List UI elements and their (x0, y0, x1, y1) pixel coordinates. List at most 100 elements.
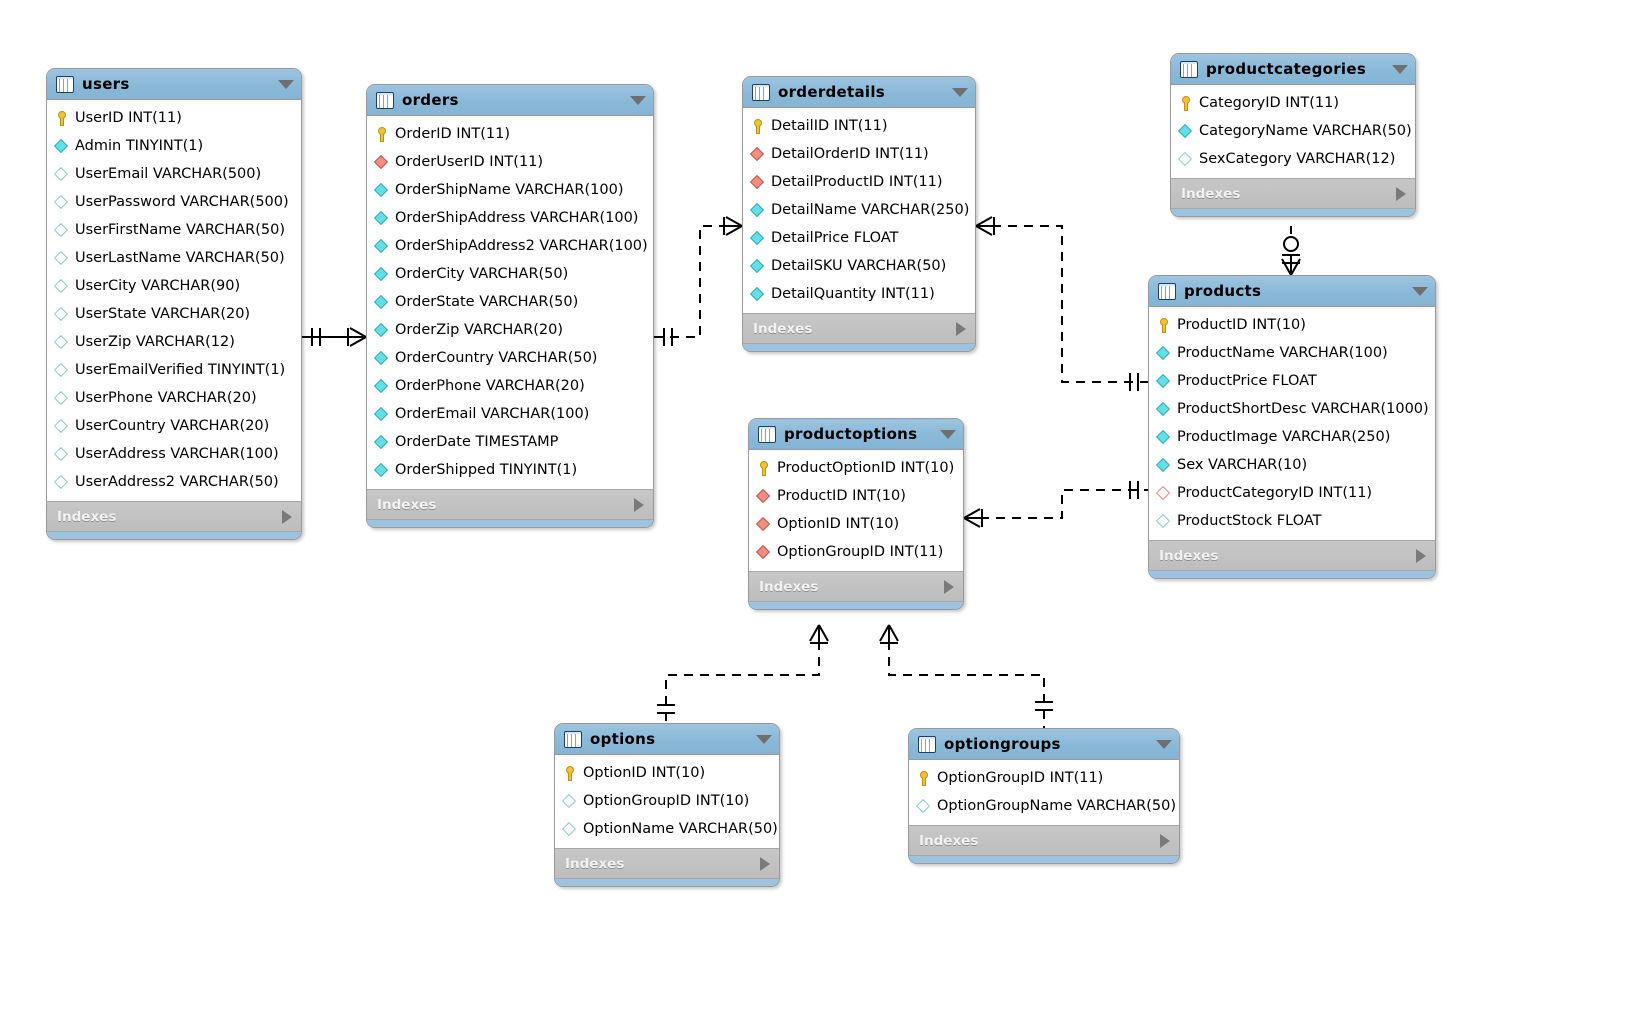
table-column[interactable]: CategoryName VARCHAR(50) (1171, 117, 1415, 145)
table-column[interactable]: UserAddress VARCHAR(100) (47, 440, 301, 468)
table-column[interactable]: ProductPrice FLOAT (1149, 367, 1435, 395)
chevron-down-icon[interactable] (1412, 286, 1428, 296)
table-column[interactable]: UserPassword VARCHAR(500) (47, 188, 301, 216)
expand-arrow-icon[interactable] (1396, 186, 1406, 201)
table-column[interactable]: Sex VARCHAR(10) (1149, 451, 1435, 479)
table-column[interactable]: OrderShipAddress VARCHAR(100) (367, 204, 653, 232)
table-column[interactable]: ProductCategoryID INT(11) (1149, 479, 1435, 507)
table-column[interactable]: UserEmailVerified TINYINT(1) (47, 356, 301, 384)
table-column[interactable]: OrderDate TIMESTAMP (367, 428, 653, 456)
table-column[interactable]: OrderEmail VARCHAR(100) (367, 400, 653, 428)
table-column[interactable]: DetailQuantity INT(11) (743, 280, 975, 308)
indexes-section-optiongroups[interactable]: Indexes (909, 825, 1179, 855)
table-column[interactable]: OrderShipName VARCHAR(100) (367, 176, 653, 204)
chevron-down-icon[interactable] (1156, 739, 1172, 749)
table-column[interactable]: DetailProductID INT(11) (743, 168, 975, 196)
table-column[interactable]: OrderZip VARCHAR(20) (367, 316, 653, 344)
chevron-down-icon[interactable] (630, 95, 646, 105)
indexes-section-orders[interactable]: Indexes (367, 489, 653, 519)
indexes-section-users[interactable]: Indexes (47, 501, 301, 531)
table-column[interactable]: CategoryID INT(11) (1171, 89, 1415, 117)
relationship-productoptions-optiongroups[interactable] (879, 624, 1053, 728)
indexes-section-options[interactable]: Indexes (555, 848, 779, 878)
table-header-orders[interactable]: orders (367, 85, 653, 116)
relationship-users-orders[interactable] (302, 327, 367, 347)
indexes-section-orderdetails[interactable]: Indexes (743, 313, 975, 343)
table-column[interactable]: ProductImage VARCHAR(250) (1149, 423, 1435, 451)
table-header-options[interactable]: options (555, 724, 779, 755)
table-column[interactable]: DetailOrderID INT(11) (743, 140, 975, 168)
table-column[interactable]: DetailSKU VARCHAR(50) (743, 252, 975, 280)
table-header-products[interactable]: products (1149, 276, 1435, 307)
table-column[interactable]: SexCategory VARCHAR(12) (1171, 145, 1415, 173)
expand-arrow-icon[interactable] (956, 321, 966, 336)
chevron-down-icon[interactable] (756, 734, 772, 744)
table-column[interactable]: UserZip VARCHAR(12) (47, 328, 301, 356)
table-column[interactable]: OptionName VARCHAR(50) (555, 815, 779, 843)
expand-arrow-icon[interactable] (282, 509, 292, 524)
relationship-orderdetails-products[interactable] (975, 216, 1148, 391)
table-column[interactable]: OrderState VARCHAR(50) (367, 288, 653, 316)
expand-arrow-icon[interactable] (634, 497, 644, 512)
table-column[interactable]: OptionGroupID INT(11) (749, 538, 963, 566)
table-column[interactable]: OptionGroupID INT(11) (909, 764, 1179, 792)
table-column[interactable]: DetailPrice FLOAT (743, 224, 975, 252)
table-column[interactable]: ProductName VARCHAR(100) (1149, 339, 1435, 367)
chevron-down-icon[interactable] (1392, 64, 1408, 74)
table-column[interactable]: OptionID INT(10) (749, 510, 963, 538)
table-column[interactable]: OrderPhone VARCHAR(20) (367, 372, 653, 400)
table-column[interactable]: ProductID INT(10) (1149, 311, 1435, 339)
table-column[interactable]: OrderShipAddress2 VARCHAR(100) (367, 232, 653, 260)
table-column[interactable]: OptionGroupName VARCHAR(50) (909, 792, 1179, 820)
table-column[interactable]: ProductStock FLOAT (1149, 507, 1435, 535)
table-column[interactable]: UserPhone VARCHAR(20) (47, 384, 301, 412)
table-column[interactable]: OrderCountry VARCHAR(50) (367, 344, 653, 372)
indexes-section-products[interactable]: Indexes (1149, 540, 1435, 570)
indexes-section-productoptions[interactable]: Indexes (749, 571, 963, 601)
table-column[interactable]: UserCity VARCHAR(90) (47, 272, 301, 300)
table-column[interactable]: UserID INT(11) (47, 104, 301, 132)
relationship-orders-orderdetails[interactable] (654, 216, 743, 346)
expand-arrow-icon[interactable] (1416, 548, 1426, 563)
table-column[interactable]: ProductID INT(10) (749, 482, 963, 510)
relationship-productoptions-options[interactable] (657, 624, 829, 723)
table-column[interactable]: UserFirstName VARCHAR(50) (47, 216, 301, 244)
table-column[interactable]: Admin TINYINT(1) (47, 132, 301, 160)
table-column[interactable]: OptionGroupID INT(10) (555, 787, 779, 815)
table-column[interactable]: UserEmail VARCHAR(500) (47, 160, 301, 188)
table-column[interactable]: DetailID INT(11) (743, 112, 975, 140)
table-column[interactable]: DetailName VARCHAR(250) (743, 196, 975, 224)
table-column[interactable]: OrderUserID INT(11) (367, 148, 653, 176)
chevron-down-icon[interactable] (952, 87, 968, 97)
chevron-down-icon[interactable] (278, 79, 294, 89)
table-column[interactable]: OptionID INT(10) (555, 759, 779, 787)
table-header-productoptions[interactable]: productoptions (749, 419, 963, 450)
table-column[interactable]: UserAddress2 VARCHAR(50) (47, 468, 301, 496)
table-header-users[interactable]: users (47, 69, 301, 100)
table-column[interactable]: OrderID INT(11) (367, 120, 653, 148)
table-column[interactable]: OrderCity VARCHAR(50) (367, 260, 653, 288)
indexes-section-productcategories[interactable]: Indexes (1171, 178, 1415, 208)
table-column[interactable]: UserLastName VARCHAR(50) (47, 244, 301, 272)
table-header-optiongroups[interactable]: optiongroups (909, 729, 1179, 760)
relationship-productoptions-products[interactable] (963, 481, 1148, 528)
table-column[interactable]: OrderShipped TINYINT(1) (367, 456, 653, 484)
table-column[interactable]: UserCountry VARCHAR(20) (47, 412, 301, 440)
expand-arrow-icon[interactable] (944, 579, 954, 594)
relationship-productcategories-products[interactable] (1281, 226, 1301, 276)
table-header-productcategories[interactable]: productcategories (1171, 54, 1415, 85)
chevron-down-icon[interactable] (940, 429, 956, 439)
expand-arrow-icon[interactable] (760, 856, 770, 871)
table-column[interactable]: ProductShortDesc VARCHAR(1000) (1149, 395, 1435, 423)
expand-arrow-icon[interactable] (1160, 833, 1170, 848)
table-column[interactable]: UserState VARCHAR(20) (47, 300, 301, 328)
table-column[interactable]: ProductOptionID INT(10) (749, 454, 963, 482)
